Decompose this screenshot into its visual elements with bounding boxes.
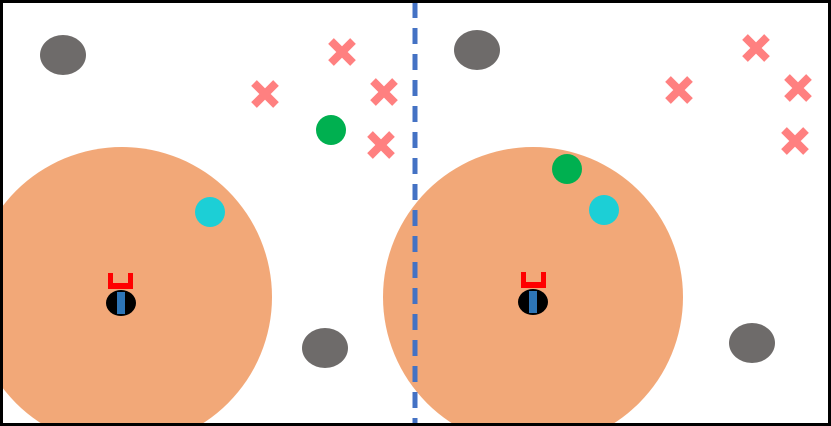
gripper [521, 272, 546, 288]
target-cross [328, 38, 356, 66]
left-panel [2, 35, 398, 424]
obstacle [40, 35, 86, 75]
workspace-disc [2, 147, 272, 424]
obstacle [302, 328, 348, 368]
target-cross [370, 78, 398, 106]
robot [518, 289, 548, 315]
obstacle [729, 323, 775, 363]
green-marker [552, 154, 582, 184]
obstacle [454, 30, 500, 70]
robot [106, 290, 136, 316]
right-panel [383, 30, 812, 424]
cyan-marker [589, 195, 619, 225]
target-cross [784, 74, 812, 102]
target-cross [742, 34, 770, 62]
cyan-marker [195, 197, 225, 227]
scene-content [2, 2, 812, 424]
target-cross [665, 76, 693, 104]
target-cross [367, 131, 395, 159]
robot-stripe [117, 292, 125, 314]
green-marker [316, 115, 346, 145]
target-cross [251, 80, 279, 108]
gripper [108, 273, 133, 289]
target-cross [781, 127, 809, 155]
robot-stripe [529, 291, 537, 313]
